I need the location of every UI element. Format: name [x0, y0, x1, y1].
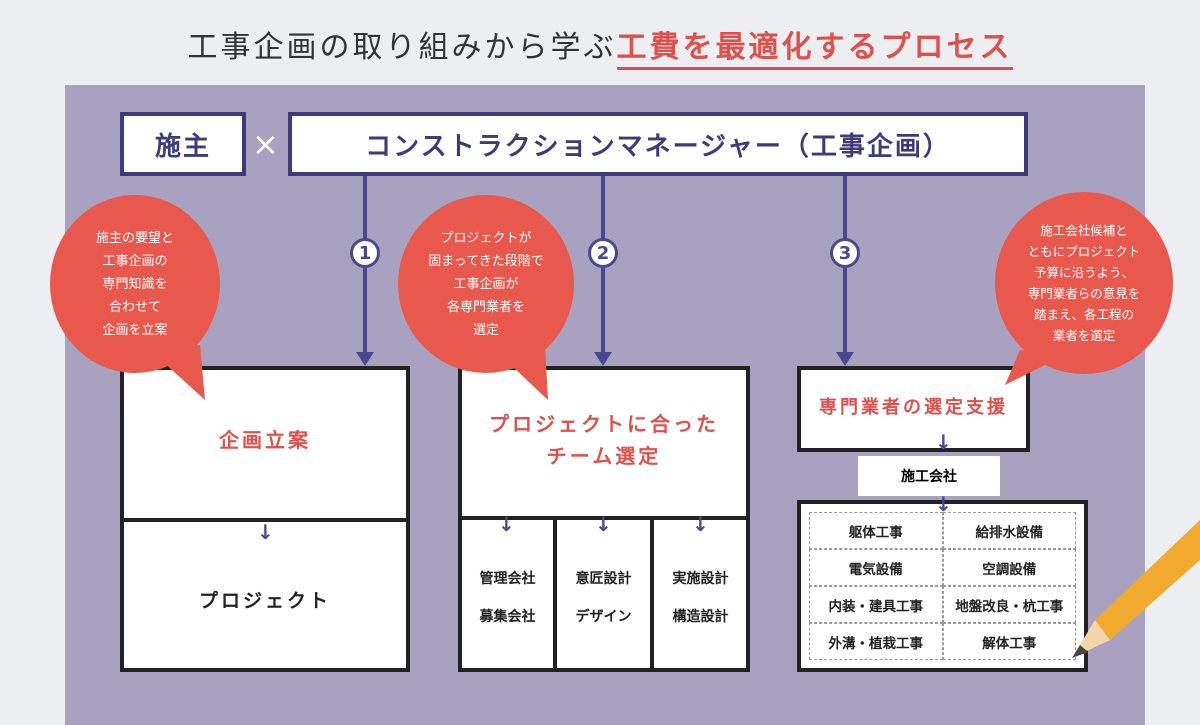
- bubble-line: 合わせて: [108, 299, 161, 315]
- trade-cell: 外溝・植栽工事: [809, 623, 943, 660]
- sub-text: 管理会社: [479, 571, 536, 587]
- bubble-line: 固まってきた段階で: [428, 253, 544, 269]
- bubble-line: 各専門業者を: [446, 299, 525, 315]
- sub-management: 管理会社募集会社: [460, 560, 555, 636]
- trades-grid: 躯体工事 給排水設備 電気設備 空調設備 内装・建具工事 地盤改良・杭工事 外溝…: [797, 500, 1088, 672]
- specialist-support-label: 専門業者の選定支援: [819, 397, 1008, 418]
- trade-cell: 解体工事: [942, 623, 1076, 660]
- divider: [460, 516, 748, 520]
- bubble-line: 予算に沿うよう、: [1033, 265, 1134, 280]
- team-selection-label: プロジェクトに合ったチーム選定: [458, 408, 750, 472]
- sub-text: 実施設計: [672, 571, 729, 587]
- page-title: 工事企画の取り組みから学ぶ工費を最適化するプロセス: [0, 22, 1200, 70]
- arrow-down-icon: ↓: [595, 512, 612, 536]
- trade-cell: 内装・建具工事: [809, 586, 943, 623]
- step-number-3: 3: [830, 238, 860, 268]
- sub-text: デザイン: [575, 609, 632, 625]
- bubble-line: 踏まえ、各工程の: [1033, 307, 1134, 322]
- sub-text: 意匠設計: [575, 571, 632, 587]
- bubble-line: 工事企画の: [102, 253, 168, 269]
- arrow-down-icon: ↓: [257, 520, 274, 544]
- title-part1: 工事企画の取り組みから学ぶ: [187, 30, 617, 65]
- title-highlight: 工費を最適化するプロセス: [616, 30, 1013, 70]
- step-number-1: 1: [350, 238, 380, 268]
- room-specialist-support: [797, 366, 1030, 452]
- bubble-line: 専門業者らの意見を: [1027, 286, 1141, 301]
- times-symbol: ×: [252, 125, 279, 163]
- team-line2: チーム選定: [546, 444, 662, 468]
- arrow-down-icon: [836, 352, 854, 366]
- arrow-down-icon: ↓: [692, 512, 709, 536]
- bubble-line: 選定: [472, 322, 499, 338]
- bubble-line: 専門知識を: [102, 276, 168, 292]
- project-label: プロジェクト: [198, 590, 331, 612]
- bubble-line: ともにプロジェクト: [1027, 244, 1141, 259]
- bubble-line: 業者を選定: [1052, 328, 1116, 343]
- bubble-1: 施主の要望と工事企画の専門知識を合わせて企画を立案: [50, 195, 220, 373]
- sub-design: 意匠設計デザイン: [556, 560, 651, 636]
- arrow-down-icon: [594, 352, 612, 366]
- arrow-down-icon: [356, 352, 374, 366]
- sub-structure: 実施設計構造設計: [653, 560, 748, 636]
- trade-cell: 給排水設備: [942, 512, 1076, 549]
- team-line1: プロジェクトに合った: [489, 412, 719, 436]
- bubble-3: 施工会社候補とともにプロジェクト予算に沿うよう、専門業者らの意見を踏まえ、各工程…: [995, 192, 1173, 374]
- divider: [122, 518, 408, 522]
- contractor-box: 施工会社: [858, 456, 1000, 496]
- arrow-down-icon: ↓: [498, 512, 515, 536]
- arrow-down-icon: ↓: [935, 492, 952, 516]
- owner-box: 施主: [120, 112, 246, 176]
- divider: [650, 518, 654, 670]
- bubble-line: 工事企画が: [453, 276, 519, 292]
- sub-text: 募集会社: [479, 609, 536, 625]
- bubble-line: 企画を立案: [102, 322, 168, 338]
- sub-text: 構造設計: [672, 609, 729, 625]
- bubble-2: プロジェクトが固まってきた段階で工事企画が各専門業者を選定: [398, 195, 574, 373]
- bubble-line: 施主の要望と: [95, 230, 174, 246]
- cm-box: コンストラクションマネージャー（工事企画）: [288, 112, 1028, 176]
- trade-cell: 空調設備: [942, 549, 1076, 586]
- trade-cell: 電気設備: [809, 549, 943, 586]
- pencil-icon: [1072, 520, 1200, 658]
- divider: [553, 518, 557, 670]
- bubble-line: 施工会社候補と: [1040, 223, 1128, 238]
- step-number-2: 2: [588, 238, 618, 268]
- planning-label: 企画立案: [219, 428, 311, 452]
- trade-cell: 地盤改良・杭工事: [942, 586, 1076, 623]
- arrow-down-icon: ↓: [935, 430, 952, 454]
- trade-cell: 躯体工事: [809, 512, 943, 549]
- bubble-line: プロジェクトが: [440, 230, 532, 246]
